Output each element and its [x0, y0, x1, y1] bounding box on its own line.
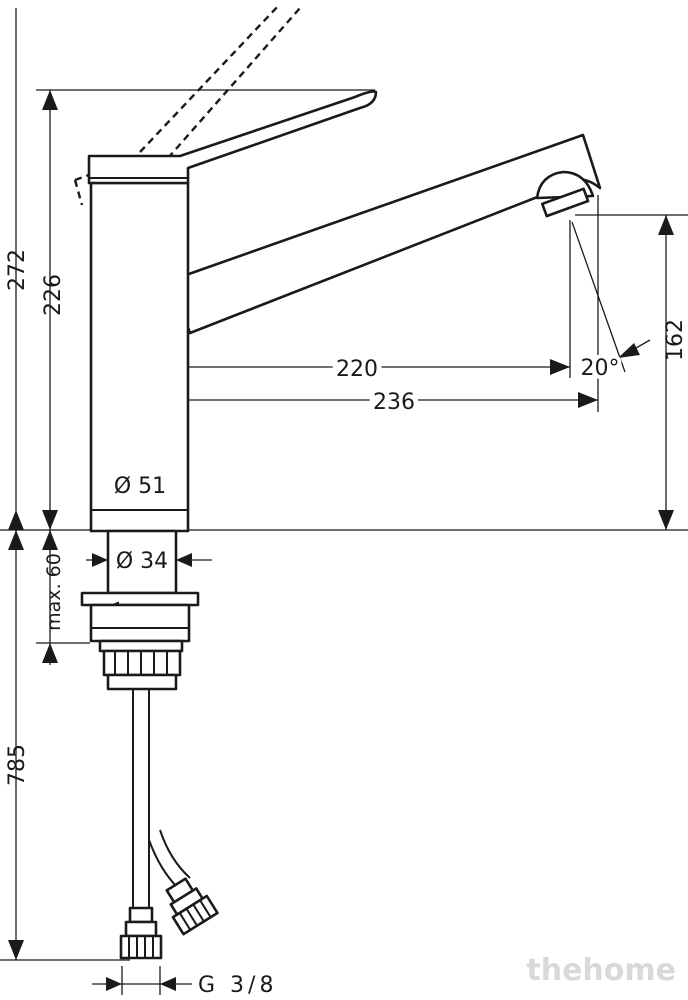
dim-236: 236	[373, 390, 415, 415]
dim-diameter-51: Ø 51	[114, 474, 166, 499]
watermark-logo: thehome	[526, 953, 676, 988]
dim-162: 162	[663, 319, 688, 361]
dim-20-degrees: 20°	[581, 356, 620, 381]
dim-220: 220	[336, 357, 378, 382]
dim-272: 272	[5, 249, 30, 291]
dim-226: 226	[41, 274, 66, 316]
dim-g-3-8: G 3/8	[198, 973, 277, 998]
faucet-body	[87, 90, 602, 533]
hose-fitting-left	[119, 906, 163, 960]
dim-diameter-34: Ø 34	[116, 549, 168, 574]
dim-max-60: max. 60	[43, 553, 65, 631]
hose-fitting-right	[165, 877, 219, 936]
mounting-set	[80, 529, 200, 691]
supply-hoses	[119, 689, 219, 960]
dimension-lines	[8, 8, 674, 995]
dim-785: 785	[5, 744, 30, 786]
